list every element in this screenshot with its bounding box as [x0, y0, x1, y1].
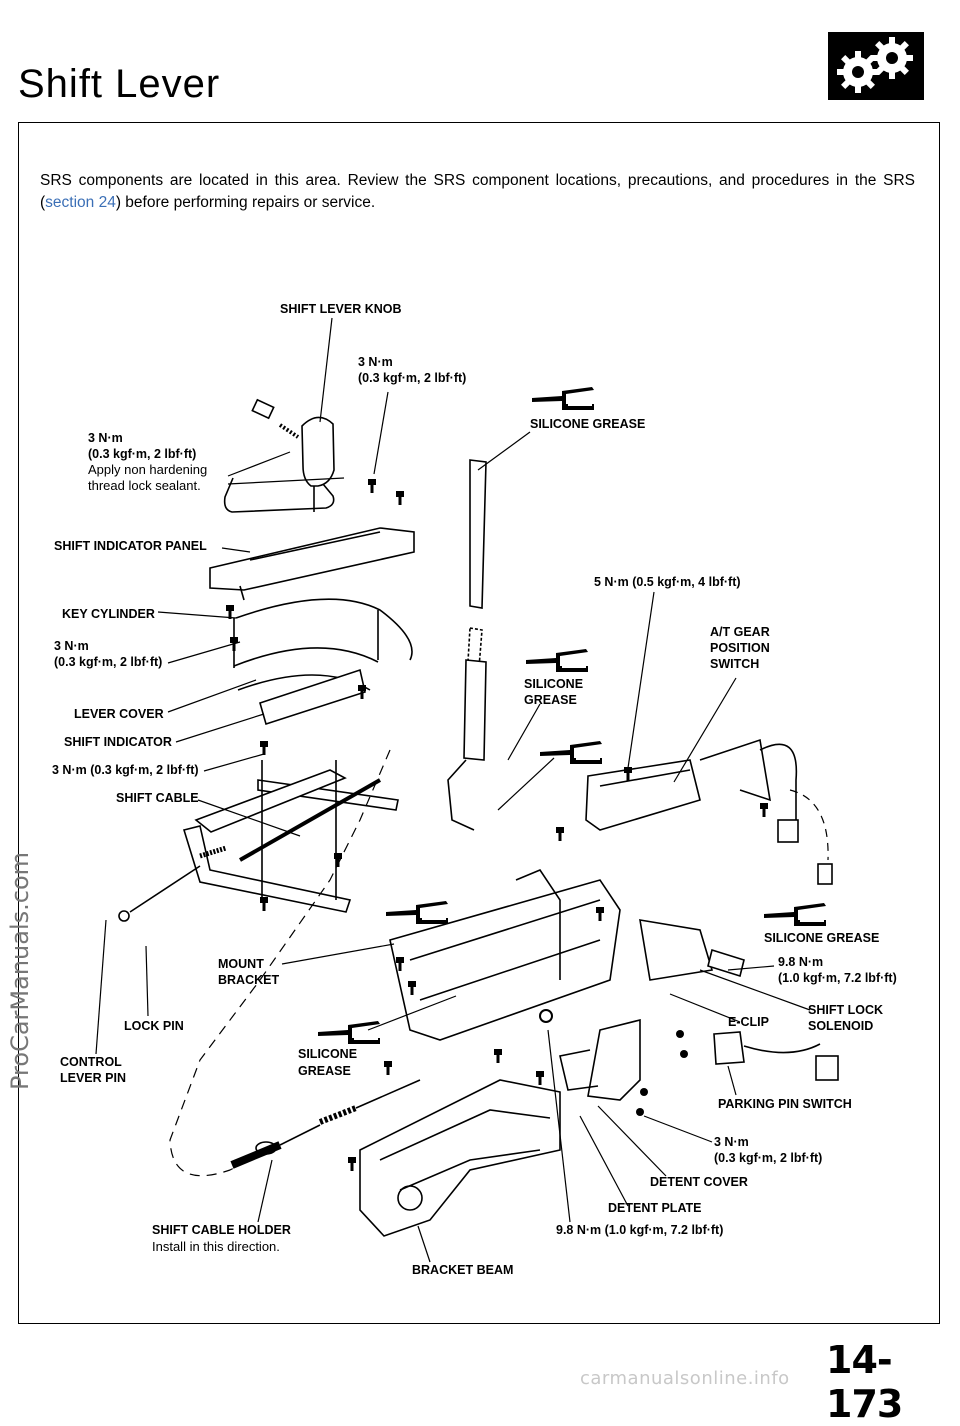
- label-knob-torque-2: (0.3 kgf·m, 2 lbf·ft): [88, 447, 196, 461]
- page-title: Shift Lever: [18, 62, 221, 106]
- label-at-gear-1: A/T GEAR: [710, 625, 770, 639]
- grease-tube-icon: [386, 901, 448, 924]
- footer-watermark: carmanualsonline.info: [580, 1368, 790, 1389]
- label-control-2: LEVER PIN: [60, 1071, 126, 1085]
- section-24-link[interactable]: section 24: [45, 194, 116, 211]
- notice-line-2-rest: ) before performing repairs or service.: [115, 194, 376, 211]
- label-shift-indicator-panel: SHIFT INDICATOR PANEL: [54, 539, 207, 553]
- label-shift-indicator: SHIFT INDICATOR: [64, 735, 172, 749]
- label-knob-torque-1: 3 N·m: [88, 431, 123, 445]
- label-torque-top-2: (0.3 kgf·m, 2 lbf·ft): [358, 371, 466, 385]
- label-shift-lever-knob: SHIFT LEVER KNOB: [280, 302, 402, 316]
- label-detent-cover: DETENT COVER: [650, 1175, 748, 1189]
- label-detent-plate: DETENT PLATE: [608, 1201, 702, 1215]
- label-det-torque-2: (0.3 kgf·m, 2 lbf·ft): [714, 1151, 822, 1165]
- grease-tube-icon: [526, 649, 588, 672]
- srs-notice: SRS components are located in this area.…: [40, 170, 915, 214]
- label-silicone-low-1: SILICONE: [298, 1047, 357, 1061]
- content-frame: [18, 122, 940, 1324]
- gears-icon: [828, 32, 924, 100]
- label-key-cylinder: KEY CYLINDER: [62, 607, 155, 621]
- label-nine8-1: 9.8 N·m: [778, 955, 823, 969]
- label-bracket-beam: BRACKET BEAM: [412, 1263, 513, 1277]
- label-apply-1: Apply non hardening: [88, 462, 207, 477]
- label-bottom-torque: 9.8 N·m (1.0 kgf·m, 7.2 lbf·ft): [556, 1223, 723, 1237]
- grease-tube-icon: [764, 903, 826, 926]
- page-number: 14-173: [826, 1338, 903, 1426]
- label-silicone-mid-1: SILICONE: [524, 677, 583, 691]
- label-lever-cover: LEVER COVER: [74, 707, 164, 721]
- label-indicator-torque: 3 N·m (0.3 kgf·m, 2 lbf·ft): [52, 763, 199, 777]
- label-at-gear-2: POSITION: [710, 641, 770, 655]
- label-at-gear-3: SWITCH: [710, 657, 759, 671]
- label-mount-1: MOUNT: [218, 957, 264, 971]
- label-shift-lock-1: SHIFT LOCK: [808, 1003, 883, 1017]
- label-det-torque-1: 3 N·m: [714, 1135, 749, 1149]
- shift-lever-exploded-diagram: SHIFT LEVER KNOB 3 N·m (0.3 kgf·m, 2 lbf…: [52, 302, 897, 1277]
- grease-tube-icon: [318, 1021, 380, 1044]
- notice-line-1: SRS components are located in this area.…: [40, 172, 915, 189]
- label-silicone-low-2: GREASE: [298, 1064, 351, 1078]
- grease-tube-icon: [540, 741, 602, 764]
- label-cable-holder: SHIFT CABLE HOLDER: [152, 1223, 291, 1237]
- grease-tube-icon: [532, 387, 594, 410]
- label-key-torque-1: 3 N·m: [54, 639, 89, 653]
- label-lock-pin: LOCK PIN: [124, 1019, 184, 1033]
- label-shift-lock-2: SOLENOID: [808, 1019, 873, 1033]
- label-eclip: E-CLIP: [728, 1015, 769, 1029]
- notice-open-paren: (: [40, 194, 46, 211]
- label-shift-cable: SHIFT CABLE: [116, 791, 199, 805]
- label-silicone-grease-top: SILICONE GREASE: [530, 417, 645, 431]
- label-key-torque-2: (0.3 kgf·m, 2 lbf·ft): [54, 655, 162, 669]
- label-torque-top-1: 3 N·m: [358, 355, 393, 369]
- label-apply-2: thread lock sealant.: [88, 478, 201, 493]
- label-parking-pin: PARKING PIN SWITCH: [718, 1097, 852, 1111]
- label-silicone-right: SILICONE GREASE: [764, 931, 879, 945]
- notice-line-2: (section 24) before performing repairs o…: [40, 192, 915, 214]
- label-five-nm: 5 N·m (0.5 kgf·m, 4 lbf·ft): [594, 575, 741, 589]
- label-control-1: CONTROL: [60, 1055, 122, 1069]
- label-install-direction: Install in this direction.: [152, 1239, 280, 1254]
- label-mount-2: BRACKET: [218, 973, 279, 987]
- label-nine8-2: (1.0 kgf·m, 7.2 lbf·ft): [778, 971, 897, 985]
- watermark: ProCarManuals.com: [6, 851, 34, 1090]
- label-silicone-mid-2: GREASE: [524, 693, 577, 707]
